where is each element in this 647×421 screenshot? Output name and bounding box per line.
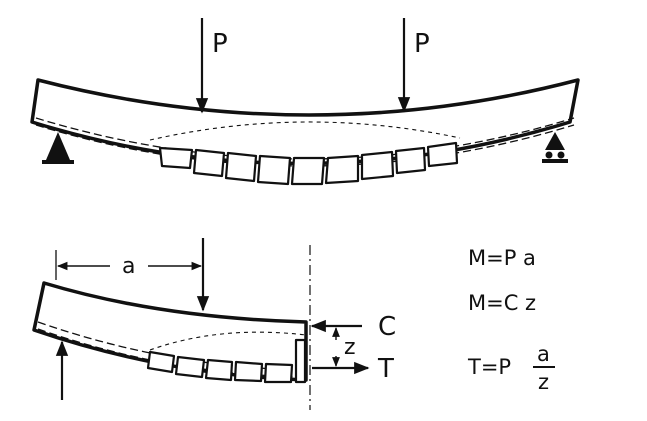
top-beam-outline bbox=[30, 78, 580, 166]
top-beam-rebar-upper bbox=[35, 117, 575, 160]
equation-tension-numerator: a bbox=[537, 342, 550, 366]
top-beam-cracks bbox=[158, 141, 459, 186]
equation-tension-lhs: T=P bbox=[467, 355, 511, 379]
right-support-roller bbox=[545, 132, 565, 150]
left-support-pin bbox=[46, 132, 70, 160]
equation-moment-load: M=P a bbox=[468, 246, 536, 270]
span-a-label: a bbox=[122, 254, 135, 279]
bottom-beam-compression-zone bbox=[149, 331, 307, 351]
top-beam-rebar-lower bbox=[35, 124, 575, 167]
top-beam-compression-zone bbox=[149, 121, 461, 141]
equations: M=P a M=C z T=P a z bbox=[467, 246, 555, 394]
tension-label: T bbox=[377, 354, 394, 384]
bottom-beam: a C T z bbox=[32, 238, 396, 410]
left-support-base bbox=[42, 160, 74, 164]
equation-tension-denominator: z bbox=[538, 370, 549, 394]
top-beam: P P bbox=[30, 18, 580, 186]
top-load-right-label: P bbox=[414, 29, 430, 59]
equation-moment-couple: M=C z bbox=[468, 291, 536, 315]
bottom-beam-cracks bbox=[146, 338, 307, 384]
right-roller-right bbox=[557, 151, 565, 159]
right-support-base bbox=[542, 159, 568, 163]
right-roller-left bbox=[545, 151, 553, 159]
top-load-left-label: P bbox=[212, 29, 228, 59]
compression-label: C bbox=[378, 312, 396, 342]
lever-arm-label: z bbox=[344, 335, 356, 360]
